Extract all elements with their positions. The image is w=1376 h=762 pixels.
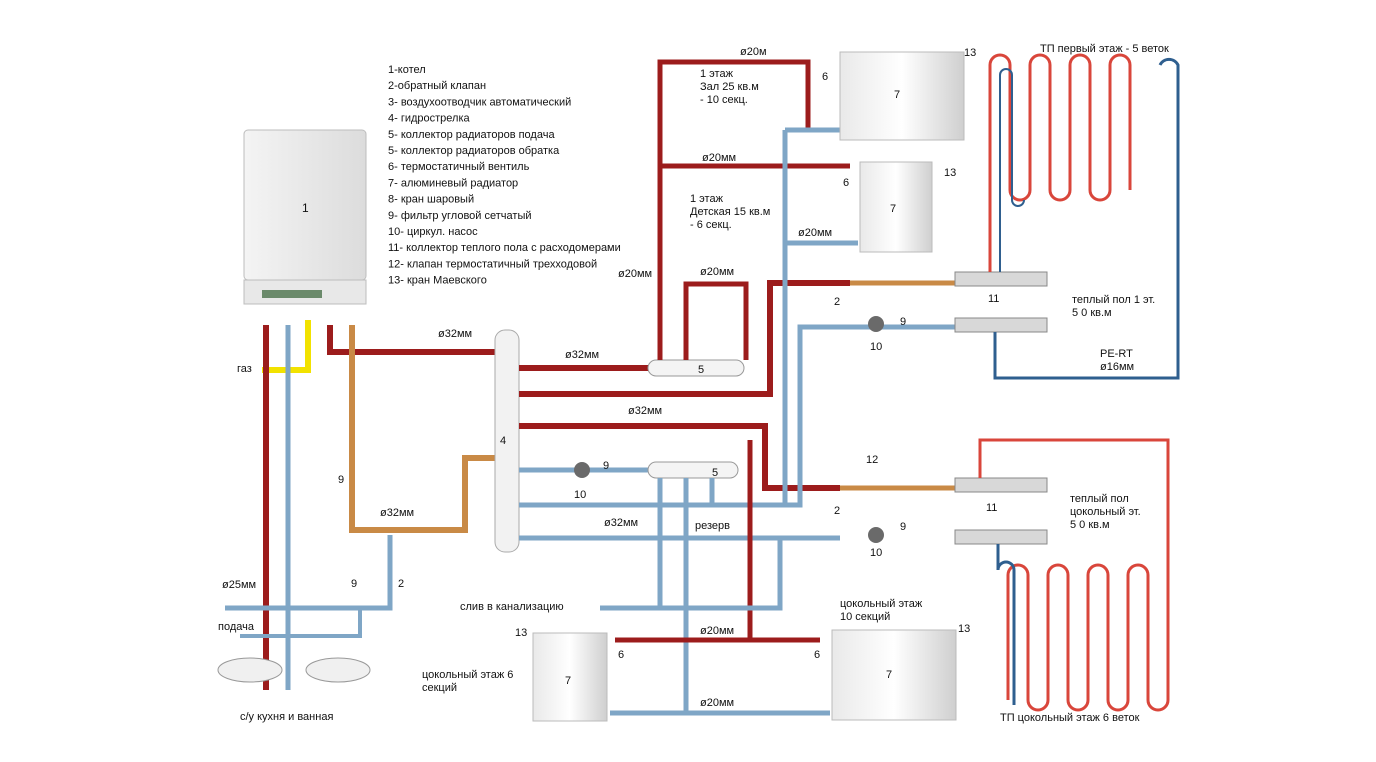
n9d: 9 (900, 316, 906, 328)
d20-loop: ø20мм (700, 266, 734, 278)
cold-water-pipe: ø25мм подача 9 2 (218, 325, 404, 690)
n11b: 11 (986, 502, 997, 514)
radiator-return-collector: 5 резерв слив в канализацию 9 10 (460, 460, 739, 713)
n7d: 7 (886, 669, 892, 681)
legend-item: 6- термостатичный вентиль (388, 161, 530, 173)
tp-base-label: ТП цокольный этаж 6 веток (1000, 712, 1140, 724)
n13d: 13 (958, 623, 970, 635)
d20-ret: ø20мм (798, 227, 832, 239)
d32-lower: ø32мм (604, 517, 638, 529)
n10b: 10 (870, 341, 882, 353)
floor-loops-first: ТП первый этаж - 5 веток (988, 43, 1180, 380)
legend-item: 5- коллектор радиаторов подача (388, 129, 555, 141)
boiler-supply-pipe: ø32мм (263, 325, 495, 690)
n12: 12 (866, 454, 878, 466)
legend-item: 2-обратный клапан (388, 80, 486, 92)
basement-radiator-lines: ø20мм ø20мм (600, 440, 830, 716)
supply-label: подача (218, 621, 255, 633)
legend-item: 4- гидрострелка (388, 113, 471, 125)
hydraulic-separator: 4 (494, 329, 520, 553)
legend-item: 3- воздухоотводчик автоматический (388, 96, 571, 108)
n9c: 9 (603, 460, 609, 472)
n13b: 13 (944, 167, 956, 179)
n11a: 11 (988, 293, 999, 305)
sinks-label: с/у кухня и ванная (240, 711, 333, 723)
legend-item: 7- алюминевый радиатор (388, 177, 518, 189)
sinks: с/у кухня и ванная (217, 657, 371, 723)
legend-item: 11- коллектор теплого пола с расходомера… (388, 242, 621, 254)
reserve-label: резерв (695, 520, 730, 532)
legend-item: 8- кран шаровый (388, 194, 474, 206)
d20-base-top: ø20мм (700, 625, 734, 637)
n10a: 10 (574, 489, 586, 501)
d20-col: ø20мм (618, 268, 652, 280)
n5a: 5 (698, 364, 704, 376)
legend-item: 5- коллектор радиаторов обратка (388, 145, 560, 157)
legend-item: 9- фильтр угловой сетчатый (388, 210, 532, 222)
boiler-number: 1 (302, 201, 309, 215)
d25-label: ø25мм (222, 579, 256, 591)
floor-loops-basement: ТП цокольный этаж 6 веток (978, 438, 1170, 724)
n13a: 13 (964, 47, 976, 59)
tp-first-label: ТП первый этаж - 5 веток (1040, 43, 1169, 55)
gas-pipe: газ (237, 320, 311, 375)
legend-item: 12- клапан термостатичный трехходовой (388, 258, 597, 270)
d32-mid: ø32мм (628, 405, 662, 417)
n7b: 7 (890, 203, 896, 215)
n6d: 6 (814, 649, 820, 661)
n2a: 2 (398, 578, 404, 590)
radiator-supply-collector: 5 ø20м ø20мм ø20мм ø20мм (618, 46, 850, 377)
legend: 1-котел 2-обратный клапан 3- воздухоотводч… (388, 64, 621, 287)
n9a: 9 (338, 474, 344, 486)
gas-label: газ (237, 363, 252, 375)
d20-top: ø20м (740, 46, 767, 58)
n9b: 9 (351, 578, 357, 590)
floor-manifold-first: 11 2 9 10 теплый пол 1 эт.5 0 кв.м PE-RT… (834, 271, 1155, 373)
legend-item: 13- кран Маевского (388, 275, 487, 287)
n5b: 5 (712, 467, 718, 479)
boiler: 1 (243, 129, 367, 305)
d16-label: ø16мм (1100, 361, 1134, 373)
n6a: 6 (822, 71, 828, 83)
n2c: 2 (834, 505, 840, 517)
d20-base-bot: ø20мм (700, 697, 734, 709)
boiler-return-pipe: ø32мм 9 (338, 325, 495, 533)
drain-label: слив в канализацию (460, 601, 564, 613)
d32-bottom-label: ø32мм (380, 507, 414, 519)
d20-mid: ø20мм (702, 152, 736, 164)
n2b: 2 (834, 296, 840, 308)
d32-col-top: ø32мм (565, 349, 599, 361)
n9e: 9 (900, 521, 906, 533)
n6c: 6 (618, 649, 624, 661)
legend-item: 1-котел (388, 64, 426, 76)
legend-item: 10- циркул. насос (388, 226, 478, 238)
n7c: 7 (565, 675, 571, 687)
n13c: 13 (515, 627, 527, 639)
n7a: 7 (894, 89, 900, 101)
radiator-return-lines: ø20мм (782, 127, 858, 505)
n6b: 6 (843, 177, 849, 189)
d32-boiler-label: ø32мм (438, 328, 472, 340)
hydro-number: 4 (500, 435, 506, 447)
pe-rt-label: PE-RT (1100, 348, 1133, 360)
warm1-label: теплый пол 1 эт.5 0 кв.м (1072, 294, 1155, 319)
n10c: 10 (870, 547, 882, 559)
